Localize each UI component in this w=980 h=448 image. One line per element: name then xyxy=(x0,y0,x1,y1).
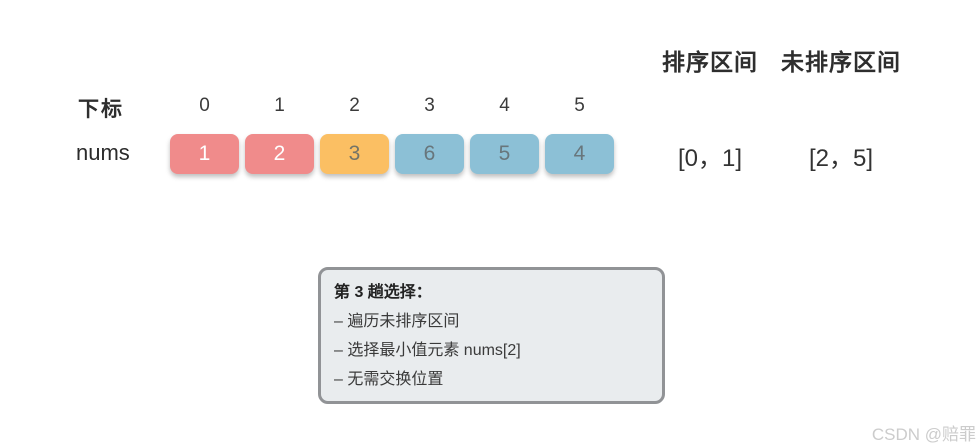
step-note-bullet-1: – 遍历未排序区间 xyxy=(334,313,460,330)
index-row-label: 下标 xyxy=(78,98,124,121)
array-cell-0: 1 xyxy=(170,134,239,174)
sorted-interval-value: [0，1] xyxy=(677,145,743,172)
array-cell-3: 6 xyxy=(395,134,464,174)
step-note-bullet-2: – 选择最小值元素 nums[2] xyxy=(334,342,521,359)
array-index-1: 1 xyxy=(274,95,285,116)
step-note-box: 第 3 趟选择： – 遍历未排序区间 – 选择最小值元素 nums[2] – 无… xyxy=(318,267,665,404)
array-cell-5: 4 xyxy=(545,134,614,174)
array-index-0: 0 xyxy=(199,95,210,116)
nums-row-label: nums xyxy=(76,140,130,165)
step-note-title: 第 3 趟选择： xyxy=(334,284,432,301)
array-cell-2: 3 xyxy=(320,134,389,174)
array-index-2: 2 xyxy=(349,95,360,116)
sorted-region-header: 排序区间 xyxy=(662,49,758,75)
unsorted-region-header: 未排序区间 xyxy=(781,49,901,75)
array-cell-1: 2 xyxy=(245,134,314,174)
array-index-5: 5 xyxy=(574,95,585,116)
array-cell-4: 5 xyxy=(470,134,539,174)
array-index-3: 3 xyxy=(424,95,435,116)
csdn-watermark: CSDN @赔罪 xyxy=(871,425,976,444)
step-note-bullet-3: – 无需交换位置 xyxy=(334,371,444,388)
array-index-4: 4 xyxy=(499,95,510,116)
unsorted-interval-value: [2，5] xyxy=(808,145,874,172)
